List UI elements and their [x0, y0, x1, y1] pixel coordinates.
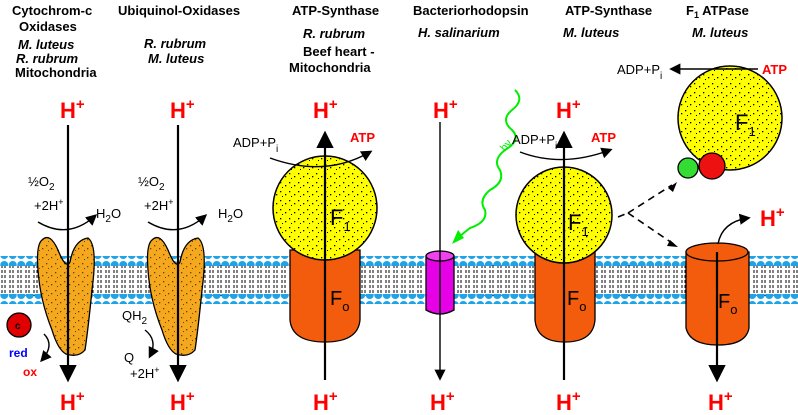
col6-title: F1 ATPase [686, 3, 749, 20]
fo-subunit-detached: Fo [685, 213, 751, 383]
q-label: Q [124, 350, 134, 365]
column-headers: Cytochrom-c Oxidases M. luteus R. rubrum… [12, 3, 749, 80]
plus-2h-label-2: +2H+ [144, 197, 173, 213]
cytochrome-c-oxidase: ½O2 +2H+ H2O c red ox [6, 125, 121, 383]
col2-organism-1: R. rubrum [144, 36, 207, 51]
col3-extra-2: Mitochondria [289, 60, 371, 75]
f1-label-3: F1 [735, 110, 756, 139]
svg-text:H+: H+ [60, 388, 85, 415]
proton-released-f0: H+ [760, 204, 785, 231]
svg-text:H+: H+ [760, 204, 785, 231]
proton-bottom-3: H+ [313, 388, 338, 415]
proton-bottom-2: H+ [170, 388, 195, 415]
f1-atpase: F1 ADP+Pi ATP [617, 62, 787, 180]
svg-text:H+: H+ [313, 96, 338, 123]
svg-text:H+: H+ [433, 96, 458, 123]
col1-title-2: Oxidases [19, 19, 77, 34]
col3-extra-1: Beef heart - [303, 44, 375, 59]
proton-bottom-6: H+ [708, 388, 733, 415]
atp-label-1: ATP [350, 130, 375, 145]
proton-top-5: H+ [556, 96, 581, 123]
fo-label-3: Fo [718, 291, 737, 317]
atp-synthase-rubrum: ADP+Pi ATP F1 Fo [233, 130, 378, 380]
ubiquinol-oxidase: ½O2 +2H+ H2O QH2 Q +2H+ [122, 125, 243, 383]
water-label-2: H2O [218, 206, 243, 225]
col1-extra: Mitochondria [15, 65, 97, 80]
bacteriorhodopsin: hν [425, 89, 521, 381]
col5-title: ATP-Synthase [565, 3, 652, 18]
adp-pi-label-1: ADP+Pi [233, 135, 278, 155]
svg-text:c: c [15, 321, 21, 332]
adp-pi-label-3: ADP+Pi [617, 62, 662, 82]
col4-organism: H. salinarium [418, 25, 500, 40]
svg-text:H+: H+ [556, 96, 581, 123]
col2-title: Ubiquinol-Oxidases [118, 3, 240, 18]
atp-synthase-luteus: ADP+Pi ATP F1 Fo [512, 130, 678, 380]
col2-organism-2: M. luteus [148, 51, 204, 66]
half-oxygen-label-2: ½O2 [138, 174, 165, 193]
col3-title: ATP-Synthase [292, 3, 379, 18]
half-oxygen-label-1: ½O2 [28, 174, 55, 193]
plus-2h-label-3: +2H+ [130, 365, 159, 381]
dissociation-arrows [617, 184, 676, 246]
proton-labels: H+ H+ H+ H+ H+ H+ H+ H+ H+ H+ H+ H+ [60, 96, 785, 415]
svg-text:H+: H+ [430, 388, 455, 415]
fo-label-2: Fo [567, 288, 586, 314]
atp-label-2: ATP [591, 130, 616, 145]
lipid-bilayer [0, 256, 798, 304]
plus-2h-label-1: +2H+ [34, 197, 63, 213]
water-label-1: H2O [96, 206, 121, 225]
cytochrome-c-icon [6, 312, 32, 338]
f1-label-2: F1 [568, 210, 589, 239]
delta-subunit-icon [677, 157, 699, 179]
light-wave-icon [454, 89, 521, 241]
col4-title: Bacteriorhodopsin [413, 3, 529, 18]
proton-bottom-1: H+ [60, 388, 85, 415]
atp-label-3: ATP [762, 62, 787, 77]
adp-pi-label-2: ADP+Pi [512, 132, 557, 152]
col1-title: Cytochrom-c [12, 3, 92, 18]
svg-text:H+: H+ [313, 388, 338, 415]
svg-text:H+: H+ [708, 388, 733, 415]
red-label: red [9, 346, 28, 360]
qh2-label: QH2 [122, 308, 148, 327]
svg-text:H+: H+ [170, 96, 195, 123]
epsilon-subunit-icon [698, 152, 726, 180]
col3-organism: R. rubrum [303, 26, 366, 41]
col1-organism-1: M. luteus [18, 37, 74, 52]
f1-label-1: F1 [330, 205, 351, 234]
svg-text:H+: H+ [170, 388, 195, 415]
proton-top-1: H+ [60, 96, 85, 123]
proton-top-3: H+ [313, 96, 338, 123]
proton-top-4: H+ [433, 96, 458, 123]
fo-label-1: Fo [330, 288, 349, 314]
svg-text:H+: H+ [60, 96, 85, 123]
proton-bottom-5: H+ [556, 388, 581, 415]
svg-text:H+: H+ [556, 388, 581, 415]
proton-bottom-4: H+ [430, 388, 455, 415]
col1-organism-2: R. rubrum [16, 51, 79, 66]
proton-top-2: H+ [170, 96, 195, 123]
col6-organism: M. luteus [692, 25, 748, 40]
ox-label: ox [23, 365, 37, 379]
col5-organism: M. luteus [563, 25, 619, 40]
